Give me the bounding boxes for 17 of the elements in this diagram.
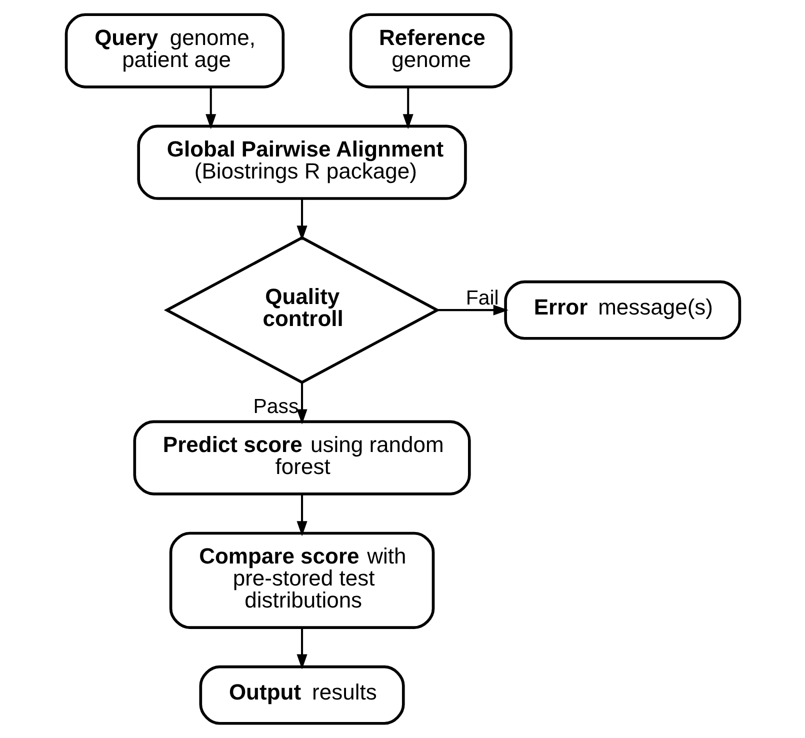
node-box: Error message(s) xyxy=(504,280,741,340)
edge-label: Pass xyxy=(252,396,298,418)
node-box: Query genome, patient age xyxy=(64,13,284,88)
node-box: Reference genome xyxy=(348,13,512,88)
arrow xyxy=(296,198,307,241)
node-box: Output results xyxy=(198,665,404,725)
node-diamond: Quality controll xyxy=(163,236,440,384)
node-box: Global Pairwise Alignment (Biostrings R package) xyxy=(136,124,466,200)
arrow xyxy=(402,87,413,130)
arrow xyxy=(296,494,307,536)
arrow xyxy=(437,304,508,316)
arrow xyxy=(205,87,216,130)
node-box: Compare score with pre-stored test distributions xyxy=(168,532,434,629)
arrow xyxy=(296,628,307,670)
node-box: Predict score using random forest xyxy=(132,420,470,496)
edge-label: Fail xyxy=(465,287,498,310)
arrow xyxy=(296,382,307,424)
